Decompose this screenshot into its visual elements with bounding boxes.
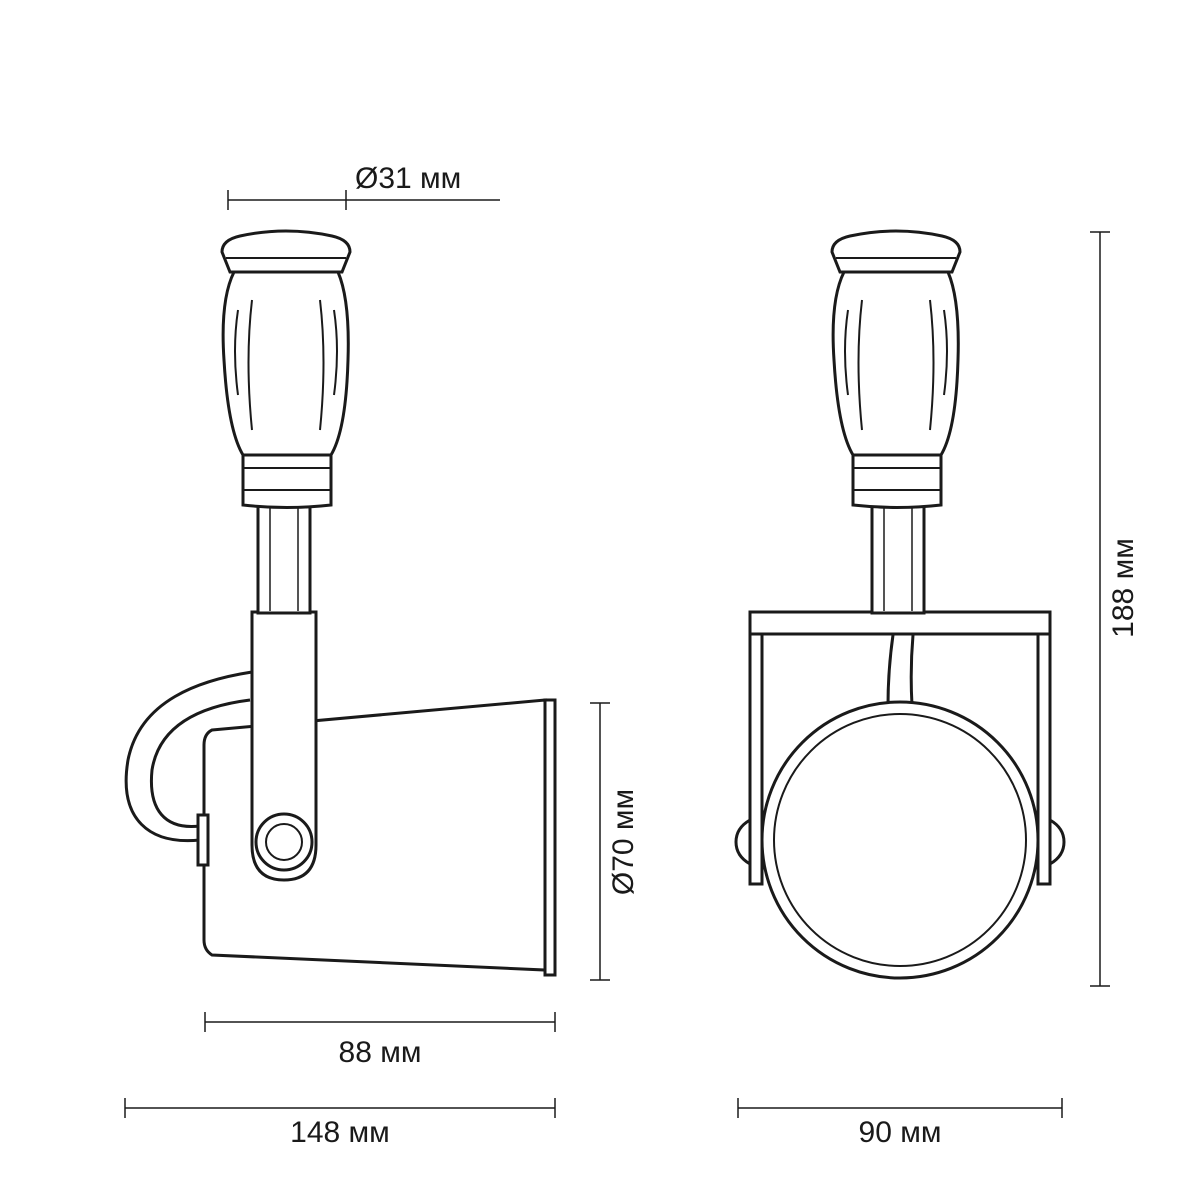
dim-total-width: 90 мм	[737, 1098, 1063, 1149]
front-stem	[870, 503, 926, 615]
front-yoke	[734, 610, 1066, 886]
side-pivot-knob	[254, 812, 314, 872]
total-width-label: 90 мм	[859, 1116, 942, 1149]
total-height-label: 188 мм	[1107, 538, 1140, 638]
side-stem	[256, 503, 312, 615]
side-cable	[124, 670, 253, 843]
connector-diameter-label: Ø31 мм	[355, 162, 461, 195]
front-shade-outer	[760, 700, 1040, 980]
shade-length-label: 88 мм	[339, 1036, 422, 1069]
front-shade-inner	[773, 713, 1027, 967]
front-view: 188 мм 90 мм	[734, 229, 1140, 1149]
dim-total-height: 188 мм	[1090, 231, 1140, 987]
side-arm	[250, 610, 318, 882]
dim-shade-diameter: Ø70 мм	[590, 702, 640, 981]
front-cable	[886, 634, 895, 706]
dim-shade-length: 88 мм	[204, 1012, 556, 1069]
dim-connector-diameter: Ø31 мм	[227, 162, 500, 210]
total-length-label: 148 мм	[290, 1116, 390, 1149]
shade-diameter-label: Ø70 мм	[607, 789, 640, 895]
side-adapter	[220, 229, 352, 509]
dim-total-length: 148 мм	[124, 1098, 556, 1149]
front-adapter	[830, 229, 962, 509]
side-view: Ø31 мм Ø70 мм 88 мм 148 мм	[124, 162, 640, 1149]
